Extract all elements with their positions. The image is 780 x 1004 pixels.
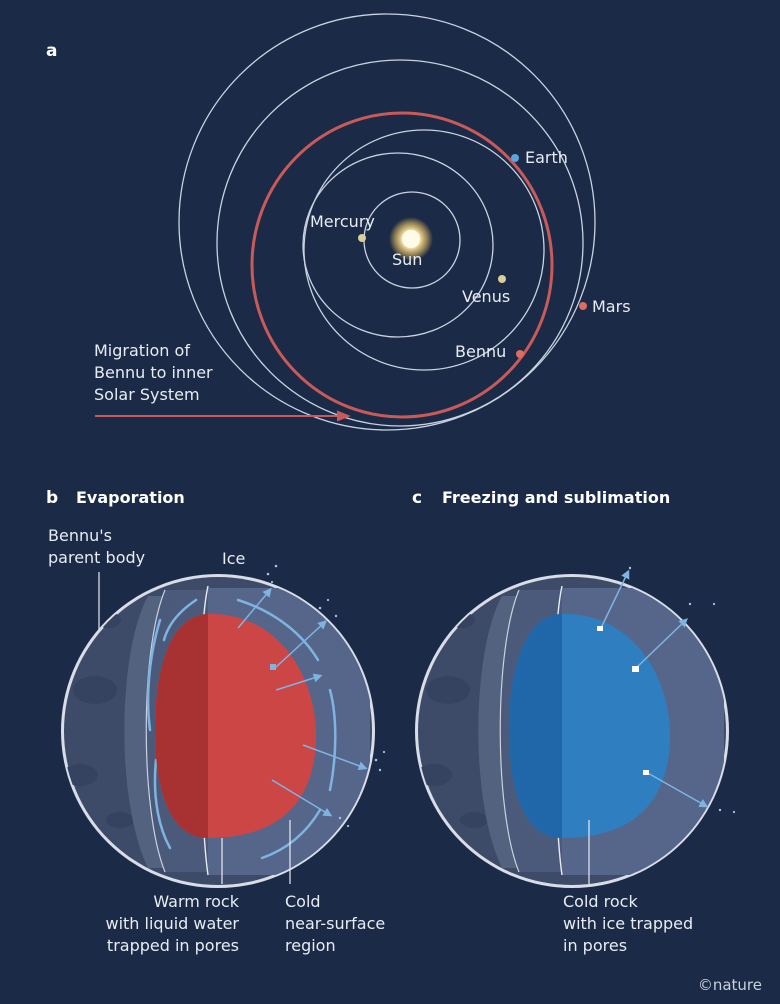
warm-core-shade	[155, 614, 208, 838]
svg-text:in pores: in pores	[563, 936, 627, 955]
migration-label: Migration of Bennu to inner Solar System	[94, 341, 213, 404]
vapour-dots-b	[266, 564, 386, 828]
panel-c-title: Freezing and sublimation	[442, 488, 670, 507]
orbit-earth	[216, 59, 584, 427]
bennu-label: Bennu	[455, 342, 506, 361]
mercury-label: Mercury	[310, 212, 375, 231]
cold-rock-label: Cold rock with ice trapped in pores	[563, 892, 693, 955]
panel-c-letter: c	[412, 488, 422, 508]
ice-label: Ice	[222, 549, 245, 568]
cold-core-shade	[509, 614, 562, 838]
planet-dot-icon	[358, 234, 366, 242]
sun-icon	[389, 217, 433, 261]
svg-text:region: region	[285, 936, 336, 955]
ice-streaks-b	[146, 598, 337, 860]
panel-a-letter: a	[46, 41, 57, 61]
warm-rock-label: Warm rock with liquid water trapped in p…	[106, 892, 240, 955]
parent-body-label: Bennu's parent body	[48, 526, 145, 567]
svg-text:Cold rock: Cold rock	[563, 892, 638, 911]
sun-label: Sun	[392, 250, 422, 269]
cold-region-label: Cold near-surface region	[285, 892, 385, 955]
nature-credit: ©nature	[698, 976, 762, 994]
planet-dot-icon	[498, 275, 506, 283]
svg-text:Migration of: Migration of	[94, 341, 190, 360]
planet-dot-icon	[579, 302, 587, 310]
ice-crystals-c	[597, 566, 736, 814]
svg-text:Bennu's: Bennu's	[48, 526, 112, 545]
svg-text:trapped in pores: trapped in pores	[107, 936, 239, 955]
mars-label: Mars	[592, 297, 631, 316]
svg-text:near-surface: near-surface	[285, 914, 385, 933]
panel-b-title: Evaporation	[76, 488, 185, 507]
panel-b-letter: b	[46, 488, 58, 508]
orbit-venus	[303, 129, 545, 371]
planet-dot-icon	[516, 350, 524, 358]
svg-text:with ice trapped: with ice trapped	[563, 914, 693, 933]
orbit-mars	[178, 13, 596, 431]
arrow-icon	[599, 569, 709, 808]
bennu-orbit	[250, 111, 554, 419]
svg-text:parent body: parent body	[48, 548, 145, 567]
earth-label: Earth	[525, 148, 568, 167]
svg-text:with liquid water: with liquid water	[106, 914, 240, 933]
orbit-mercury	[302, 152, 494, 338]
planet-dot-icon	[511, 154, 519, 162]
svg-text:Cold: Cold	[285, 892, 321, 911]
svg-text:Bennu to inner: Bennu to inner	[94, 363, 213, 382]
svg-text:Solar System: Solar System	[94, 385, 200, 404]
venus-label: Venus	[462, 287, 510, 306]
svg-text:Warm rock: Warm rock	[153, 892, 239, 911]
arrow-icon	[237, 587, 368, 817]
orbits	[178, 13, 596, 431]
